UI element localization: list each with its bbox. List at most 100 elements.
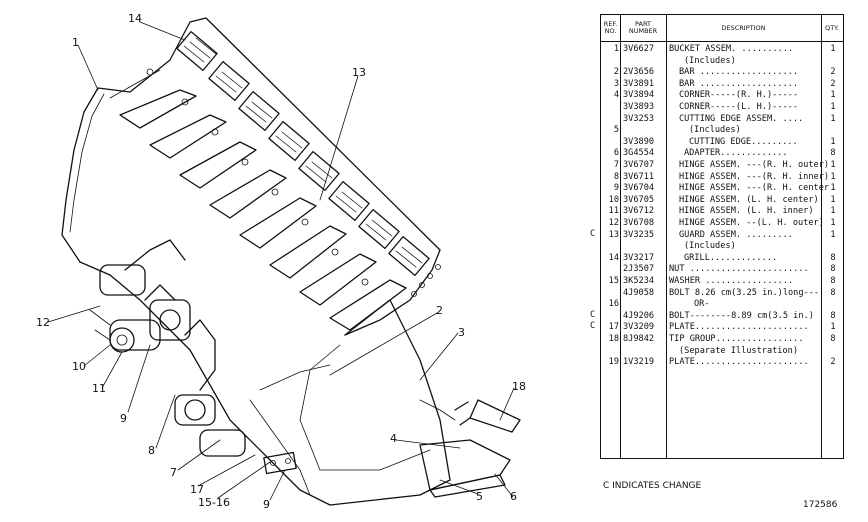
ref-cell: 5 xyxy=(613,125,619,136)
description-cell: HINGE ASSEM. (L. H. inner) xyxy=(679,206,814,217)
table-row: 18 8J9842 TIP GROUP................. 8 xyxy=(601,334,843,345)
description-cell: CUTTING EDGE ASSEM. .... xyxy=(679,113,804,124)
ref-cell: 15 xyxy=(608,276,619,286)
header-ref-no: REF. NO. xyxy=(603,20,618,35)
callout-14: 14 xyxy=(128,12,142,25)
part-number-cell: 3V6712 xyxy=(623,206,655,217)
ref-cell: 4 xyxy=(613,90,619,101)
ref-cell: 3 xyxy=(613,78,619,89)
table-row: 15 3K5234 WASHER ................. 8 xyxy=(601,276,843,287)
ref-cell: 19 xyxy=(608,357,619,368)
table-header xyxy=(601,15,843,42)
description-cell: BOLT 8.26 cm(3.25 in.)long--- xyxy=(669,287,819,298)
qty-cell: 1 xyxy=(830,218,836,228)
description-cell: PLATE...................... xyxy=(669,322,809,333)
description-cell: BUCKET ASSEM. .......... xyxy=(669,44,794,54)
description-cell: BAR ................... xyxy=(679,67,798,78)
part-number-cell: 3K5234 xyxy=(623,276,655,286)
ref-cell: 16 xyxy=(608,299,619,310)
qty-cell: 8 xyxy=(830,148,836,159)
part-number-cell: 3V3253 xyxy=(623,113,655,124)
callout-11: 11 xyxy=(92,382,106,395)
tooth-adapters xyxy=(119,68,407,331)
part-number-cell: 3V6704 xyxy=(623,183,655,194)
column-divider xyxy=(620,15,621,458)
qty-cell: 8 xyxy=(830,252,836,263)
callout-7: 7 xyxy=(170,466,177,479)
table-row: (Includes) xyxy=(601,241,843,252)
description-cell: CORNER-----(L. H.)----- xyxy=(679,102,798,112)
description-cell: GRILL............. xyxy=(684,252,778,263)
description-cell: HINGE ASSEM. (L. H. center) xyxy=(679,194,819,205)
part-number-cell: 3V6707 xyxy=(623,160,655,170)
exploded-bucket-drawing: 14 1 13 12 10 11 9 8 7 17 15-16 9 2 3 18… xyxy=(36,12,526,511)
corner-and-tip xyxy=(411,264,521,498)
callout-15-16: 15-16 xyxy=(198,496,230,509)
qty-cell: 8 xyxy=(830,287,836,298)
ref-cell: 8 xyxy=(613,171,619,182)
part-number-cell: 3V6627 xyxy=(623,44,655,54)
change-footnote: C INDICATES CHANGE xyxy=(603,481,702,491)
qty-cell: 8 xyxy=(830,334,836,344)
part-number-cell: 3V6711 xyxy=(623,171,655,182)
callout-2: 2 xyxy=(436,304,443,317)
table-row: (Separate Illustration) xyxy=(601,346,843,357)
part-number-cell: 2V3656 xyxy=(623,67,655,78)
part-number-cell: 8J9842 xyxy=(623,334,655,344)
qty-cell: 2 xyxy=(830,67,836,78)
qty-cell: 1 xyxy=(830,194,836,205)
column-divider xyxy=(821,15,822,458)
leader-lines xyxy=(47,21,515,501)
qty-cell: 1 xyxy=(830,171,836,182)
part-number-cell: 3V3235 xyxy=(623,229,655,240)
part-number-cell: 3V3891 xyxy=(623,78,655,89)
description-cell: HINGE ASSEM. ---(R. H. center) xyxy=(679,183,829,194)
change-marker: C xyxy=(590,321,596,332)
description-cell: TIP GROUP................. xyxy=(669,334,804,344)
hinge-assemblies xyxy=(89,239,246,457)
part-number-cell: 2J3507 xyxy=(623,264,655,275)
description-cell: (Includes) xyxy=(689,125,741,136)
callout-9-lower: 9 xyxy=(263,498,270,511)
description-cell: NUT ....................... xyxy=(669,264,809,275)
ref-cell: 18 xyxy=(608,334,619,344)
description-cell: CORNER-----(R. H.)----- xyxy=(679,90,798,101)
part-number-cell: 3V3894 xyxy=(623,90,655,101)
ref-cell: 9 xyxy=(613,183,619,194)
change-marker: C xyxy=(590,228,596,239)
ref-cell: 1 xyxy=(613,44,619,54)
qty-cell: 1 xyxy=(830,229,836,240)
part-number-cell: 1V3219 xyxy=(623,357,655,368)
table-row: 5 (Includes) xyxy=(601,125,843,136)
qty-cell: 8 xyxy=(830,276,836,286)
description-cell: WASHER ................. xyxy=(669,276,794,286)
callout-5: 5 xyxy=(476,490,483,503)
change-marker: C xyxy=(590,309,596,320)
description-cell: BOLT--------8.89 cm(3.5 in.) long--- xyxy=(669,310,819,321)
qty-cell: 1 xyxy=(830,102,836,112)
part-number-cell: 3G4554 xyxy=(623,148,655,159)
guard-grills xyxy=(176,30,430,277)
description-cell: GUARD ASSEM. ......... xyxy=(679,229,793,240)
description-cell: OR- xyxy=(694,299,710,310)
qty-cell: 2 xyxy=(830,357,836,368)
